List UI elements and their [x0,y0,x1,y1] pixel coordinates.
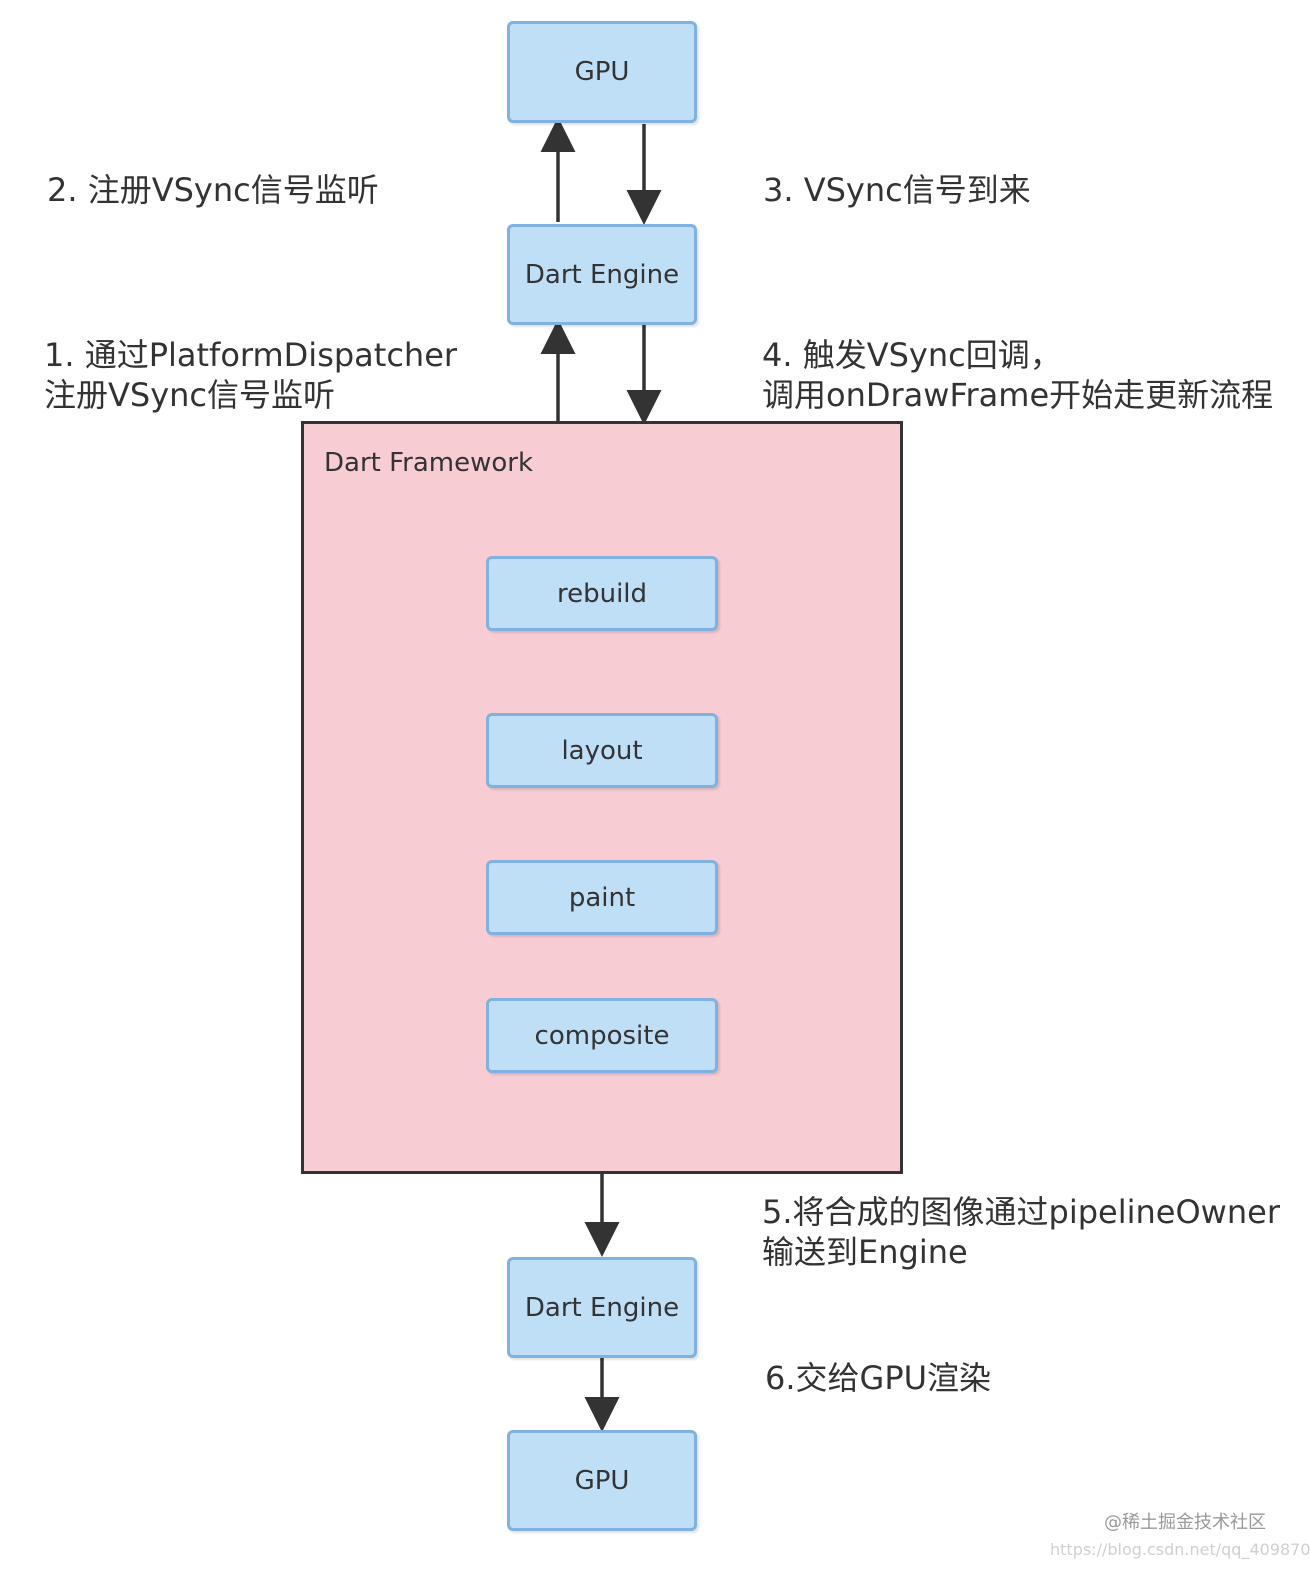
dart-engine-node-bottom: Dart Engine [507,1257,697,1358]
step-paint: paint [486,860,718,935]
label-step6: 6.交给GPU渲染 [765,1359,992,1397]
label-step4-line2: 调用onDrawFrame开始走更新流程 [762,376,1274,414]
label-step2: 2. 注册VSync信号监听 [47,171,379,209]
step-layout: layout [486,713,718,788]
gpu-node-top: GPU [507,21,697,123]
label-step3: 3. VSync信号到来 [763,171,1031,209]
label-step5-line2: 输送到Engine [762,1233,968,1271]
gpu-node-bottom: GPU [507,1430,697,1531]
step-rebuild: rebuild [486,556,718,631]
dart-engine-node-top: Dart Engine [507,224,697,325]
label-step4-line1: 4. 触发VSync回调， [762,336,1062,374]
label-step5-line1: 5.将合成的图像通过pipelineOwner [762,1193,1280,1231]
watermark-secondary: https://blog.csdn.net/qq_40987010 [1050,1540,1310,1559]
label-step1-line1: 1. 通过PlatformDispatcher [44,336,458,374]
framework-title: Dart Framework [324,448,534,478]
step-composite: composite [486,998,718,1073]
label-step1-line2: 注册VSync信号监听 [44,376,336,414]
watermark-primary: @稀土掘金技术社区 [1104,1512,1266,1533]
